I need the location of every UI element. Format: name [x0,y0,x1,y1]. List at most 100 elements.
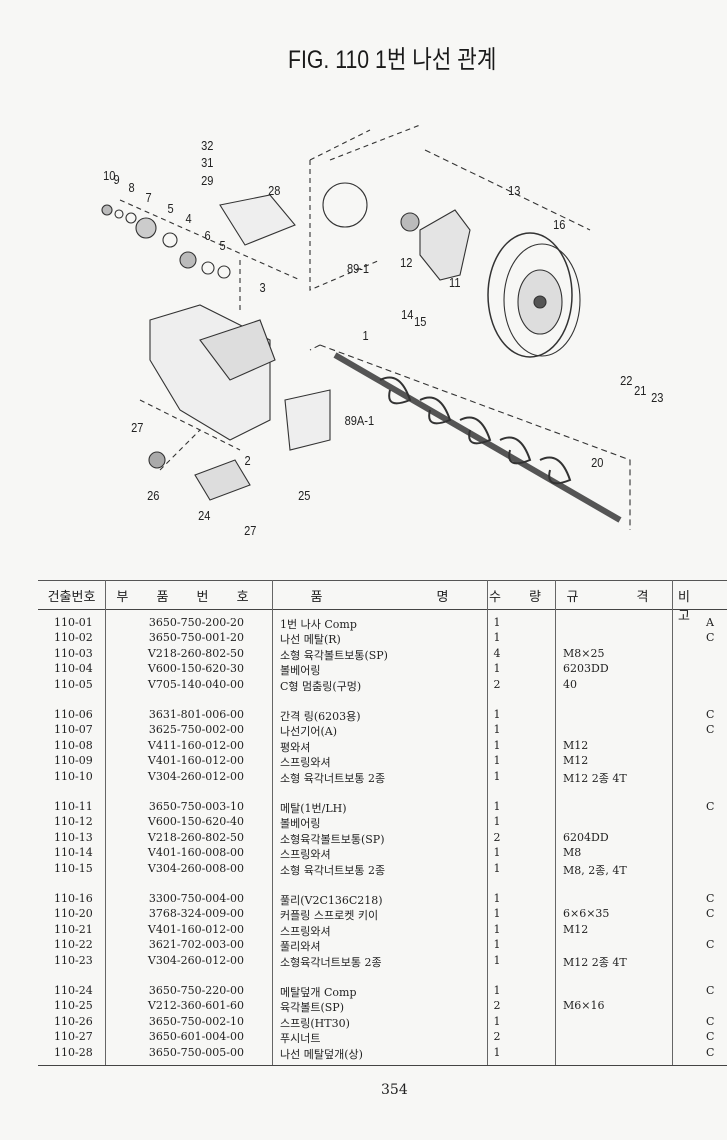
cell-remarks: C [706,938,715,952]
cell-drawing-no: 110-12 [54,815,93,829]
cell-drawing-no: 110-02 [54,631,93,645]
cell-remarks: C [706,984,715,997]
callout-24: 24 [198,508,211,523]
callout-5b: 5 [219,238,226,253]
cell-quantity: 2 [493,999,501,1013]
cell-drawing-no: 110-09 [54,754,93,768]
cell-part-no: V218-260-802-50 [147,646,244,660]
cell-drawing-no: 110-20 [54,907,93,921]
cell-quantity: 1 [493,769,501,783]
cell-part-name: 스프링와셔 [280,924,331,938]
cell-quantity: 1 [493,984,501,997]
cell-drawing-no: 110-07 [54,723,93,737]
callout-2: 2 [244,453,251,468]
cell-drawing-no: 110-11 [54,800,93,813]
cell-part-no: 3768-324-009-00 [148,907,244,921]
cell-part-no: V600-150-620-30 [147,662,244,676]
cell-drawing-no: 110-06 [54,708,93,721]
callout-89a-1: 89A-1 [344,413,375,428]
cell-quantity: 1 [493,922,501,936]
cell-drawing-no: 110-22 [54,938,93,952]
cell-quantity: 1 [493,938,501,952]
callout-29: 29 [201,173,214,188]
cell-part-no: 3650-750-220-00 [148,984,244,997]
cell-part-name: 풀리와셔 [280,940,321,954]
cell-part-no: V218-260-802-50 [147,830,244,844]
cell-part-no: V304-260-012-00 [147,769,244,783]
cell-quantity: 1 [493,861,501,875]
callout-10: 10 [103,168,116,183]
cell-part-no: V304-260-012-00 [147,953,244,967]
cell-remarks: A [706,616,714,629]
spring-shape [148,451,166,469]
cell-quantity: 1 [493,1014,501,1028]
header-drawing-no: 건출번호 [47,590,96,605]
cell-part-no: V401-160-012-00 [147,922,244,936]
cell-quantity: 1 [493,800,501,813]
header-remarks: 비 고 [678,590,702,624]
callout-20: 20 [591,455,604,470]
cell-quantity: 4 [493,646,501,660]
cell-spec: M8 [563,846,582,860]
cell-quantity: 1 [493,631,501,645]
cell-part-no: 3650-750-003-10 [148,800,244,813]
cell-spec: M6×16 [563,999,605,1013]
cell-quantity: 1 [493,754,501,768]
pulley-shape [487,232,581,358]
cell-part-no: 3650-750-005-00 [148,1045,244,1059]
cell-part-name: 평와셔 [280,740,311,754]
cell-quantity: 2 [493,677,501,691]
cell-spec: M12 2종 4T [563,955,627,969]
cell-drawing-no: 110-28 [54,1045,93,1059]
cell-drawing-no: 110-25 [54,999,93,1013]
cell-remarks: C [706,723,715,737]
cell-part-name: 볼베어링 [280,817,321,831]
gear-shape [135,217,157,239]
callout-27: 27 [131,420,144,435]
cell-spec: M8×25 [563,646,605,660]
cell-spec: M8, 2종, 4T [563,863,627,877]
cell-remarks: C [706,907,715,921]
cell-part-name: 커플링 스프로켓 키이 [280,909,379,923]
cell-part-name: 소형육각너트보통 2종 [280,955,382,969]
cell-quantity: 1 [493,708,501,721]
cell-drawing-no: 110-15 [54,861,93,875]
cell-drawing-no: 110-01 [54,616,93,629]
cell-part-no: V401-160-008-00 [147,846,244,860]
cell-part-no: 3650-750-002-10 [148,1014,244,1028]
callout-14: 14 [401,307,414,322]
callout-6: 6 [204,228,211,243]
cell-part-no: 3621-702-003-00 [148,938,244,952]
table-row: 110-22 3621-702-003-00 풀리와셔 1 C [38,938,727,953]
cell-part-name: C형 멈춤링(구멍) [280,679,362,693]
top-cover-shape [219,194,296,246]
cell-part-no: V411-160-012-00 [147,738,244,752]
cell-drawing-no: 110-21 [54,922,93,936]
cell-part-name: 푸시너트 [280,1032,321,1046]
callout-4: 4 [185,211,192,226]
cell-part-name: 육각볼트(SP) [280,1001,344,1015]
cell-drawing-no: 110-10 [54,769,93,783]
table-header: 건출번호 부 품 번 호 품 명 수 량 규 격 비 고 [38,580,727,624]
callout-22: 22 [620,373,633,388]
cell-quantity: 1 [493,1045,501,1059]
cell-part-name: 메탈덮개 Comp [280,986,357,999]
cell-part-name: 나선 메탈덮개(상) [280,1047,363,1061]
cell-part-no: 3625-750-002-00 [148,723,244,737]
auger-shape [333,352,622,523]
callout-8: 8 [128,180,135,195]
cell-part-name: 풀리(V2C136C218) [280,894,383,907]
cover-plate-shape [284,389,331,451]
bottom-cover-shape [194,459,251,501]
cell-drawing-no: 110-26 [54,1014,93,1028]
cell-drawing-no: 110-05 [54,677,93,691]
cell-quantity: 1 [493,723,501,737]
